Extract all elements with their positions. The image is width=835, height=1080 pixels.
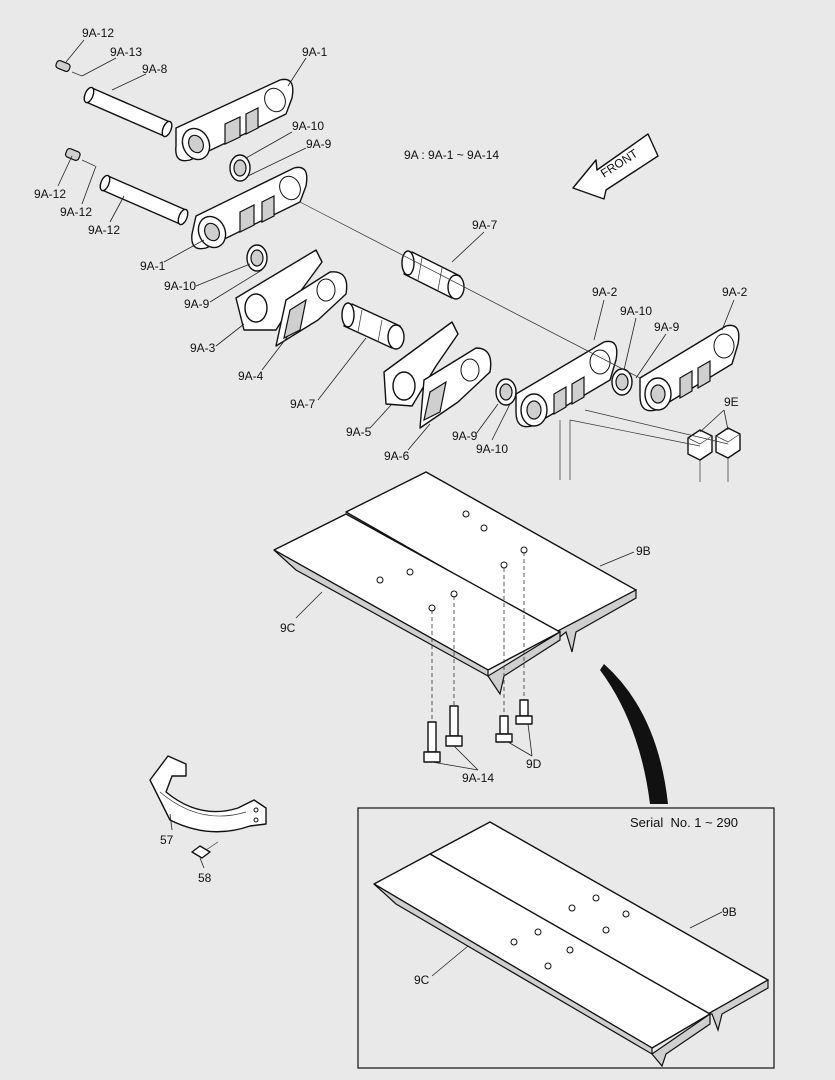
label-9e: 9E	[724, 395, 739, 409]
label-9a4: 9A-4	[238, 369, 264, 383]
seal-9a9-lower	[495, 378, 517, 406]
nuts-9e	[687, 427, 741, 461]
label-9a1-top: 9A-1	[302, 45, 328, 59]
master-link-9a3-9a4	[235, 249, 348, 347]
label-9a7-lower: 9A-7	[290, 397, 316, 411]
label-9a10-mid: 9A-10	[164, 279, 196, 293]
label-9a7-upper: 9A-7	[472, 218, 498, 232]
label-9a9-right: 9A-9	[654, 320, 680, 334]
label-9a5: 9A-5	[346, 425, 372, 439]
link-9a2-right	[639, 324, 740, 412]
label-9b: 9B	[636, 544, 651, 558]
seal-9a10-right	[611, 368, 633, 396]
label-9a9-low: 9A-9	[452, 429, 478, 443]
seal-9a10-upper	[229, 154, 251, 182]
label-9a14: 9A-14	[462, 771, 494, 785]
inset-title: Serial No. 1 ~ 290	[630, 815, 738, 830]
pin-9a12-middle	[64, 147, 189, 226]
bracket-57	[149, 755, 267, 833]
seal-9a10-middle	[246, 244, 268, 272]
label-9a10-right: 9A-10	[620, 304, 652, 318]
label-9a2-b: 9A-2	[722, 285, 748, 299]
label-9a10-low: 9A-10	[476, 442, 508, 456]
part-labels: 9A-12 9A-13 9A-8 9A-1 9A-10 9A-9 9A-12 9…	[34, 26, 748, 987]
label-9a12-top: 9A-12	[82, 26, 114, 40]
label-9a10-top: 9A-10	[292, 119, 324, 133]
front-arrow: FRONT	[572, 133, 659, 200]
label-57: 57	[160, 833, 174, 847]
shoe-plate-9c	[273, 513, 561, 696]
label-58: 58	[198, 871, 212, 885]
label-9d: 9D	[526, 757, 542, 771]
label-9a9-top: 9A-9	[306, 137, 332, 151]
link-9a1-lower	[191, 166, 308, 250]
label-9a9-mid: 9A-9	[184, 297, 210, 311]
leader-lines	[57, 39, 735, 977]
link-9a1-upper	[175, 78, 294, 162]
label-9a12-c: 9A-12	[88, 223, 120, 237]
label-9a3: 9A-3	[190, 341, 216, 355]
bolts-9d	[495, 420, 571, 743]
master-link-9a5-9a6	[383, 321, 492, 429]
pin-9a8	[55, 59, 173, 138]
label-9a13: 9A-13	[110, 45, 142, 59]
bolts-9a14	[423, 596, 463, 763]
label-9a12-a: 9A-12	[34, 187, 66, 201]
label-9a12-b: 9A-12	[60, 205, 92, 219]
bushing-9a7-upper	[401, 250, 465, 300]
inset-pointer-arrow	[600, 664, 668, 804]
label-9a1-mid: 9A-1	[140, 259, 166, 273]
label-9b-inset: 9B	[722, 905, 737, 919]
link-9a2-left	[515, 340, 618, 428]
inset-box	[357, 807, 775, 1069]
label-9a8: 9A-8	[142, 62, 168, 76]
bolt-58	[191, 841, 219, 859]
bushing-9a7-lower	[341, 302, 405, 350]
label-9a2-a: 9A-2	[592, 285, 618, 299]
label-9a6: 9A-6	[384, 449, 410, 463]
group-note: 9A : 9A-1 ~ 9A-14	[404, 148, 499, 162]
label-9c-inset: 9C	[414, 973, 430, 987]
assembly-lines	[299, 201, 729, 482]
label-9c: 9C	[280, 621, 296, 635]
